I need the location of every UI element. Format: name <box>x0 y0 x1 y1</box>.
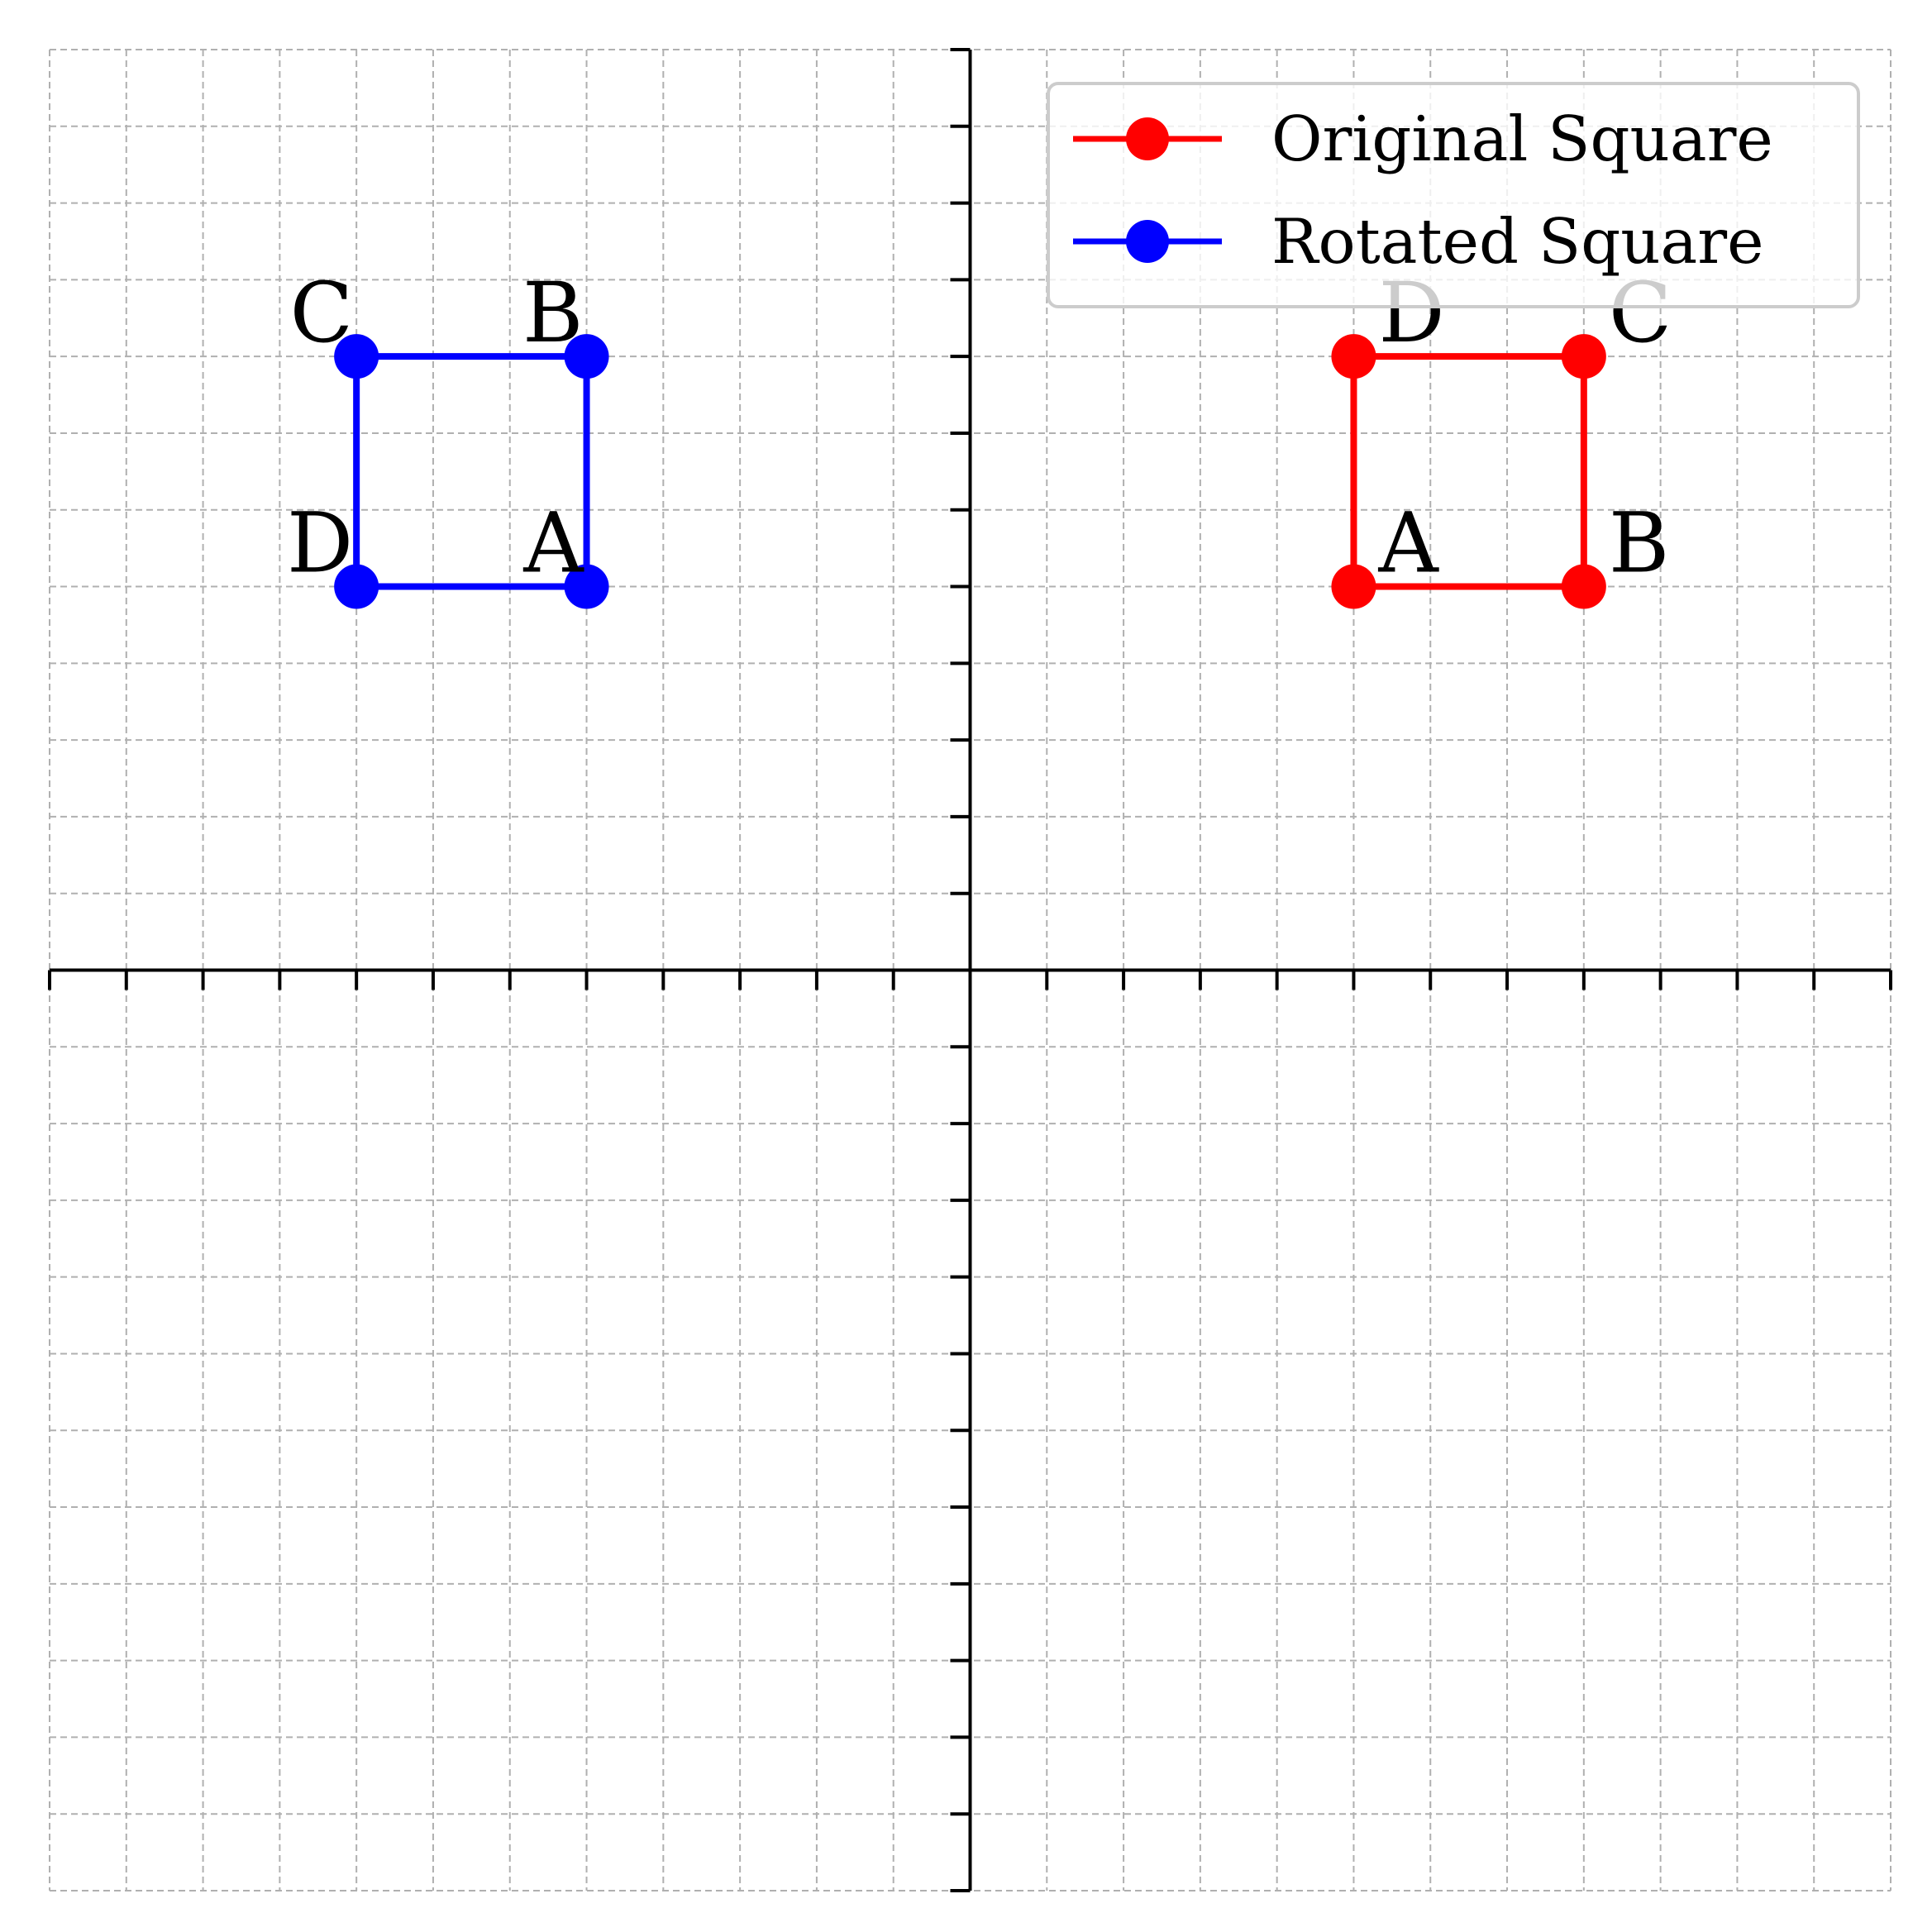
legend-marker-rotated <box>1126 220 1169 263</box>
vertex-point <box>1331 564 1376 609</box>
vertex-label: B <box>1609 495 1670 592</box>
vertex-label: A <box>1377 495 1439 592</box>
vertex-point <box>334 334 379 379</box>
series-1: A B C D <box>287 265 609 609</box>
vertex-label: A <box>522 495 584 592</box>
vertex-point <box>1331 334 1376 379</box>
legend: Original Square Rotated Square <box>1047 82 1860 308</box>
legend-marker-original <box>1126 117 1169 160</box>
vertex-point <box>564 564 609 609</box>
vertex-label: B <box>522 265 584 361</box>
legend-frame <box>1047 82 1860 308</box>
vertex-label: C <box>290 265 354 361</box>
vertex-point <box>1561 334 1606 379</box>
vertex-point <box>564 334 609 379</box>
legend-label-rotated: Rotated Square <box>1271 205 1764 278</box>
legend-label-original: Original Square <box>1271 103 1773 175</box>
axes <box>48 48 1892 1892</box>
vertex-point <box>334 564 379 609</box>
vertex-point <box>1561 564 1606 609</box>
vertex-label: D <box>287 495 353 592</box>
